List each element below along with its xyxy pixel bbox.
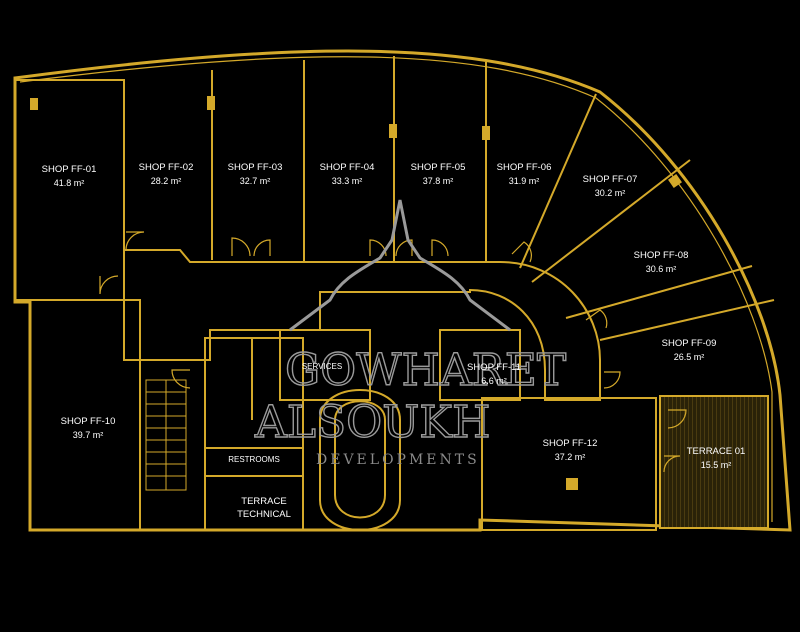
shop-ff03-area: 32.7 m² [240,176,271,186]
shop-ff08-name: SHOP FF-08 [634,250,689,261]
restrooms-label: RESTROOMS [228,455,280,464]
services-block [279,329,401,531]
watermark-line3: DEVELOPMENTS [316,452,480,468]
doors [99,231,687,473]
shop-ff11-name: SHOP FF-11 [467,362,521,373]
shop-ff01-column [30,98,38,110]
building-outline-inner [19,56,773,522]
shop-ff12-room [481,397,657,531]
shop-ff10-room [29,299,141,531]
shop-ff05-name: SHOP FF-05 [411,162,466,173]
watermark-line2: ALSOUKH [254,397,491,448]
top-shops-walls [123,56,775,341]
shop-ff04-name: SHOP FF-04 [320,162,375,173]
shop-ff10-area: 39.7 m² [73,430,104,440]
shop-ff01-name: SHOP FF-01 [42,164,97,175]
shop-ff12-area: 37.2 m² [555,452,586,462]
terrace01-room [659,395,769,529]
shop-ff07-area: 30.2 m² [595,188,626,198]
shop-ff01-room [14,79,125,301]
shop-ff04-area: 33.3 m² [332,176,363,186]
shop-ff11-area: 6.6 m² [481,376,507,386]
shop-ff06-name: SHOP FF-06 [497,162,552,173]
shop-ff10-name: SHOP FF-10 [61,416,116,427]
corridor [123,249,601,401]
watermark-line1: GOWHARET [285,345,566,396]
shop-ff01-area: 41.8 m² [54,178,85,188]
shop-ff07-name: SHOP FF-07 [583,174,638,185]
building-outline [13,49,792,532]
services-label: SERVICES [302,362,342,371]
terrace-technical-label-1: TERRACE [241,496,286,507]
restrooms-block [204,337,304,531]
terrace01-name: TERRACE 01 [687,446,746,457]
shop-ff08-area: 30.6 m² [646,264,677,274]
shop-ff02-name: SHOP FF-02 [139,162,194,173]
stairs [145,379,187,491]
columns [207,96,682,490]
shop-ff03-name: SHOP FF-03 [228,162,283,173]
shop-ff11-room [439,329,521,401]
watermark: GOWHARET ALSOUKH DEVELOPMENTS [253,199,567,468]
shop-ff09-name: SHOP FF-09 [662,338,717,349]
watermark-crest [289,199,511,332]
shop-ff12-name: SHOP FF-12 [543,438,598,449]
shop-ff02-area: 28.2 m² [151,176,182,186]
terrace-technical-label-2: TECHNICAL [237,509,291,520]
shop-ff09-area: 26.5 m² [674,352,705,362]
shop-ff05-area: 37.8 m² [423,176,454,186]
terrace01-area: 15.5 m² [701,460,732,470]
shop-ff06-area: 31.9 m² [509,176,540,186]
unit-labels: SHOP FF-01 41.8 m² SHOP FF-02 28.2 m² SH… [42,162,746,520]
